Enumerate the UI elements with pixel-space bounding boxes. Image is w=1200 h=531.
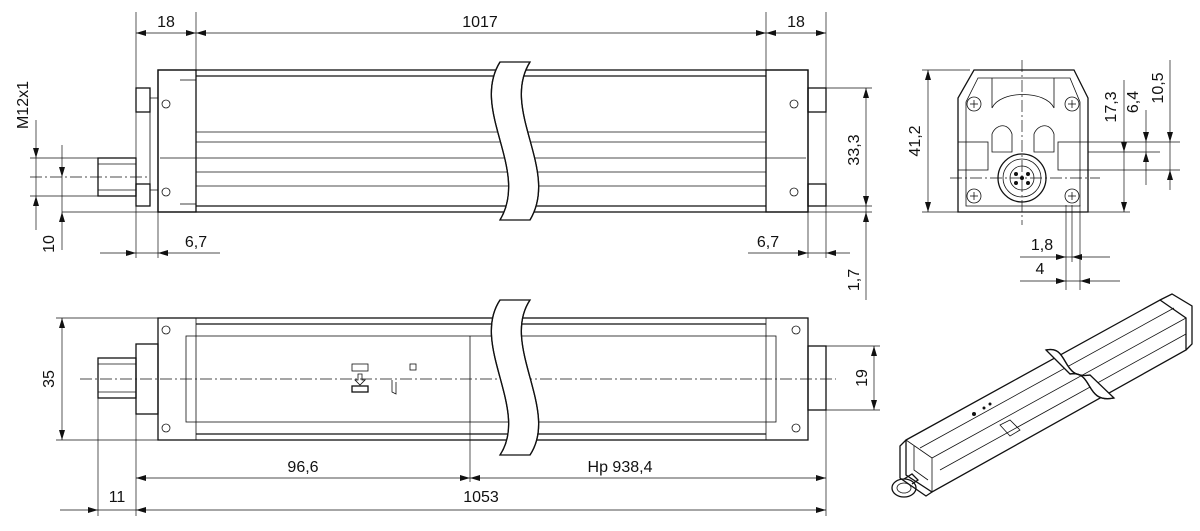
- screw-icon: [966, 188, 982, 204]
- iso-view: [891, 293, 1193, 498]
- iso-profile-body: [905, 299, 1187, 493]
- dim-connector-offset-label: 10: [41, 235, 58, 253]
- front-dim-height-label: 35: [41, 370, 58, 388]
- dim-overhang-left-label: 6,7: [185, 234, 207, 251]
- front-dim-connector-length-label: 11: [109, 489, 126, 506]
- end-cap-profile: [957, 69, 1089, 213]
- screw-icon: [1064, 188, 1080, 204]
- end-dim-w1-label: 1,8: [1031, 237, 1053, 254]
- end-dim-d3-label: 10,5: [1150, 72, 1167, 103]
- dim-cap-right-label: 18: [787, 14, 805, 31]
- end-view: 41,2 17,3 6,4 10,5 1,8 4: [907, 60, 1180, 290]
- screw-icon: [1064, 96, 1080, 112]
- front-dim-connector-label: 19: [854, 369, 871, 387]
- dim-overhang-right-label: 6,7: [757, 234, 779, 251]
- iso-break-gap: [1044, 348, 1116, 400]
- end-dim-d2-label: 6,4: [1125, 91, 1142, 113]
- dim-thread-label: M12x1: [15, 81, 32, 129]
- end-dim-w2-label: 4: [1036, 261, 1045, 278]
- end-dim-height-label: 41,2: [907, 125, 924, 156]
- profile-body-top: [157, 69, 809, 213]
- dim-cap-left-label: 18: [157, 14, 175, 31]
- dim-length-label: 1017: [462, 14, 498, 31]
- front-dim-offset-label: 96,6: [287, 459, 318, 476]
- break-gap-front: [490, 299, 540, 456]
- iso-led-icon: [972, 402, 992, 416]
- top-view: 18 1017 18: [15, 12, 872, 300]
- dim-height-label: 33,3: [846, 134, 863, 165]
- screw-icon: [966, 96, 982, 112]
- front-dim-measure-length-label: Hp 938,4: [588, 459, 653, 476]
- end-dim-d1-label: 17,3: [1103, 91, 1120, 122]
- break-gap-top: [490, 61, 540, 221]
- dim-base-offset-label: 1,7: [846, 269, 863, 291]
- front-dim-overall-label: 1053: [463, 489, 499, 506]
- front-view: 35 19 96,6 Hp 938,4 1053 11: [41, 299, 880, 516]
- iso-connector-icon: [891, 473, 920, 498]
- status-led-icon: [351, 363, 417, 395]
